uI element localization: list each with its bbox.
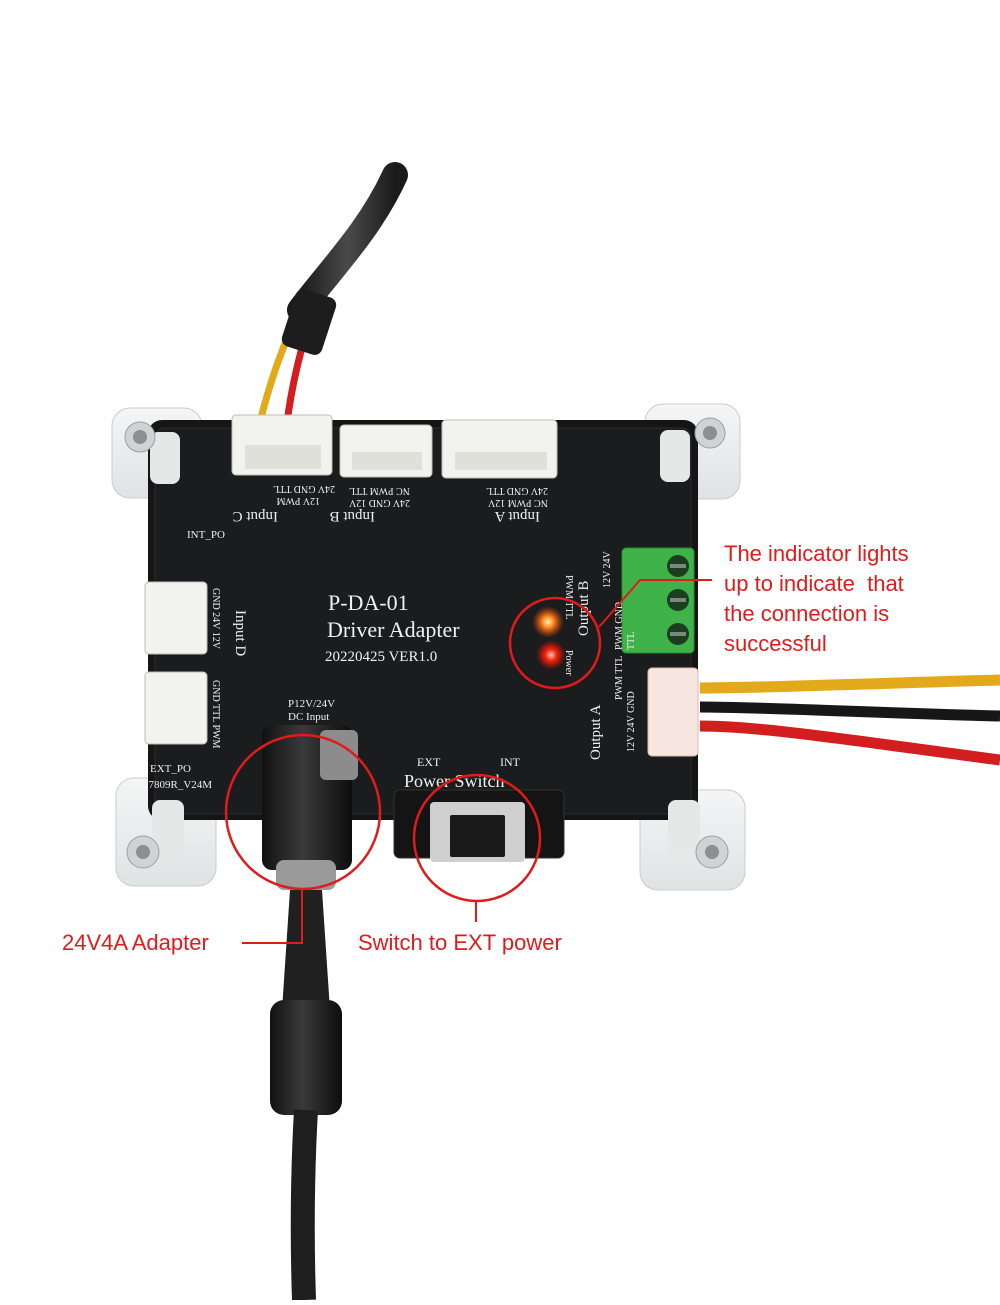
- indicator-callout-line-1: The indicator lights: [724, 541, 909, 566]
- input-d-label: Input D: [232, 610, 248, 656]
- input-b-label: Input B: [330, 508, 375, 524]
- led-pwm-ttl-label: PWM TTL: [563, 575, 574, 620]
- dc-input-line2: DC Input: [288, 711, 329, 723]
- power-led: [536, 640, 566, 670]
- output-a-label: Output A: [588, 704, 604, 760]
- indicator-leader: [598, 579, 712, 628]
- pwm-ttl-led: [532, 606, 564, 638]
- indicator-callout: The indicator lights up to indicate that…: [724, 539, 909, 659]
- input-d-pins-top: GND 24V 12V: [210, 588, 221, 650]
- input-c-pins-2: 12V PWM: [276, 495, 320, 506]
- board-model: P-DA-01: [328, 590, 409, 615]
- indicator-highlight-circle: [508, 596, 602, 690]
- led-power-label: Power: [563, 650, 574, 676]
- standoffs: [124, 417, 729, 869]
- output-b-terminal-block: [621, 547, 695, 654]
- input-d-pins-bottom: GND TTL PWM: [210, 680, 221, 748]
- part-code-label: 17809R_V24M: [143, 779, 212, 791]
- input-b-pins: NC PWM TTL: [349, 485, 410, 496]
- power-switch-body: [393, 789, 565, 862]
- input-a-pins-2: NC PWM 12V: [487, 497, 548, 508]
- input-a-label: Input A: [494, 508, 540, 524]
- int-po-label: INT_PO: [187, 529, 225, 541]
- input-b-pins-2: 24V GND 12V: [348, 497, 410, 508]
- input-c-pins: 24V GND TTL: [273, 483, 335, 494]
- ext-po-label: EXT_PO: [150, 763, 191, 775]
- indicator-callout-line-2: up to indicate that: [724, 571, 904, 596]
- pcb-board: [148, 420, 698, 820]
- dc-jack-and-cable: [262, 725, 358, 1301]
- pcb-labels: P-DA-01 Driver Adapter 20220425 VER1.0 P…: [143, 483, 637, 791]
- adapter-leader: [242, 889, 303, 944]
- output-a-cable: [647, 667, 1000, 766]
- dc-input-line1: P12V/24V: [288, 698, 335, 710]
- callout-lines: [242, 579, 712, 944]
- output-b-pins: 12V 24V: [602, 550, 613, 588]
- power-switch-label: Power Switch: [404, 771, 505, 791]
- indicator-callout-line-3: the connection is: [724, 601, 890, 626]
- output-a-pins: PWM TTL: [614, 655, 625, 700]
- input-c-label: Input C: [233, 508, 278, 524]
- output-a-pins-2: 12V 24V GND: [626, 691, 637, 752]
- board-name: Driver Adapter: [327, 617, 460, 642]
- switch-ext-label: EXT: [417, 755, 441, 769]
- switch-callout: Switch to EXT power: [358, 930, 562, 955]
- top-connectors: [231, 414, 558, 479]
- status-leds: [532, 606, 566, 670]
- indicator-callout-line-4: successful: [724, 631, 827, 656]
- board-version: 20220425 VER1.0: [325, 649, 437, 665]
- input-a-pins: 24V GND TTL: [486, 485, 548, 496]
- input-cable-top: [254, 162, 408, 441]
- switch-int-label: INT: [500, 755, 521, 769]
- output-b-pins-3: TTL: [626, 632, 637, 650]
- left-connectors: [144, 581, 208, 745]
- output-b-pins-2: PWM GND: [614, 602, 625, 650]
- adapter-callout: 24V4A Adapter: [62, 930, 209, 955]
